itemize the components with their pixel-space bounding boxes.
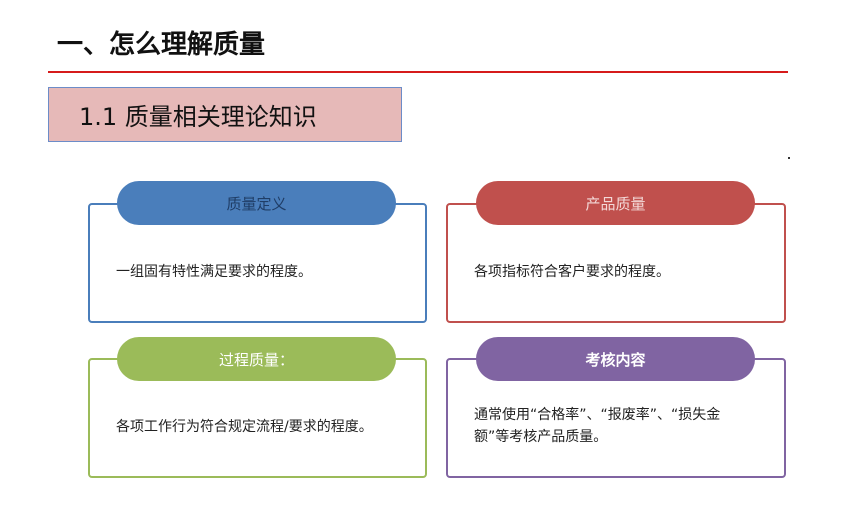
card-title-pill: 产品质量 (476, 181, 755, 225)
card-text: 各项工作行为符合规定流程/要求的程度。 (116, 419, 373, 435)
page-title: 一、怎么理解质量 (57, 30, 266, 60)
card-title: 考核内容 (585, 350, 646, 369)
card-text: 通常使用“合格率”、“报废率”、“损失金额”等考核产品质量。 (474, 407, 721, 445)
stray-dot (788, 157, 790, 159)
card-title: 过程质量： (218, 350, 294, 369)
section-heading-text: 1.1 质量相关理论知识 (79, 103, 317, 131)
card-text: 一组固有特性满足要求的程度。 (116, 264, 312, 280)
section-heading: 1.1 质量相关理论知识 (48, 87, 402, 142)
title-divider (48, 71, 788, 73)
card-title: 质量定义 (226, 194, 287, 213)
card-title-pill: 质量定义 (117, 181, 396, 225)
card-title-pill: 过程质量： (117, 337, 396, 381)
card-text: 各项指标符合客户要求的程度。 (474, 264, 670, 280)
card-title: 产品质量 (585, 194, 646, 213)
card-title-pill: 考核内容 (476, 337, 755, 381)
